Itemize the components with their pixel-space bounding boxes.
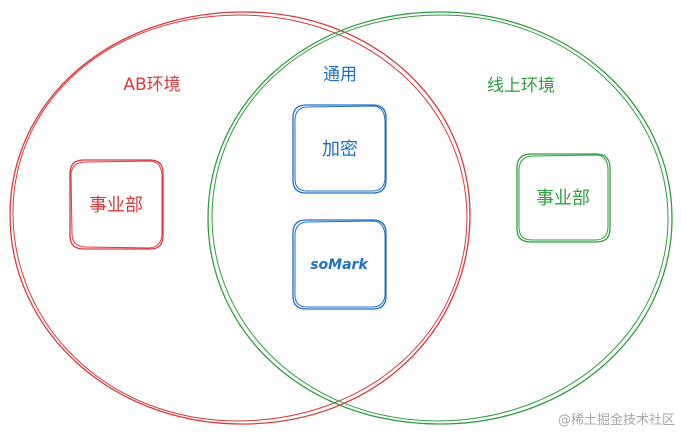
overlap-label: 通用 xyxy=(323,65,357,85)
somark-label: soMark xyxy=(310,257,369,273)
left-circle-label: AB环境 xyxy=(123,75,180,95)
left-dept-label: 事业部 xyxy=(89,195,143,216)
somark-box xyxy=(292,219,387,310)
watermark: @稀土掘金技术社区 xyxy=(557,413,675,428)
encrypt-label: 加密 xyxy=(322,139,358,160)
right-dept-label: 事业部 xyxy=(536,188,590,209)
left-circle xyxy=(9,11,471,425)
left-dept-box xyxy=(69,159,164,250)
right-circle xyxy=(207,11,673,425)
right-circle-label: 线上环境 xyxy=(487,76,555,96)
right-dept-box xyxy=(516,153,611,243)
encrypt-box xyxy=(292,104,387,194)
